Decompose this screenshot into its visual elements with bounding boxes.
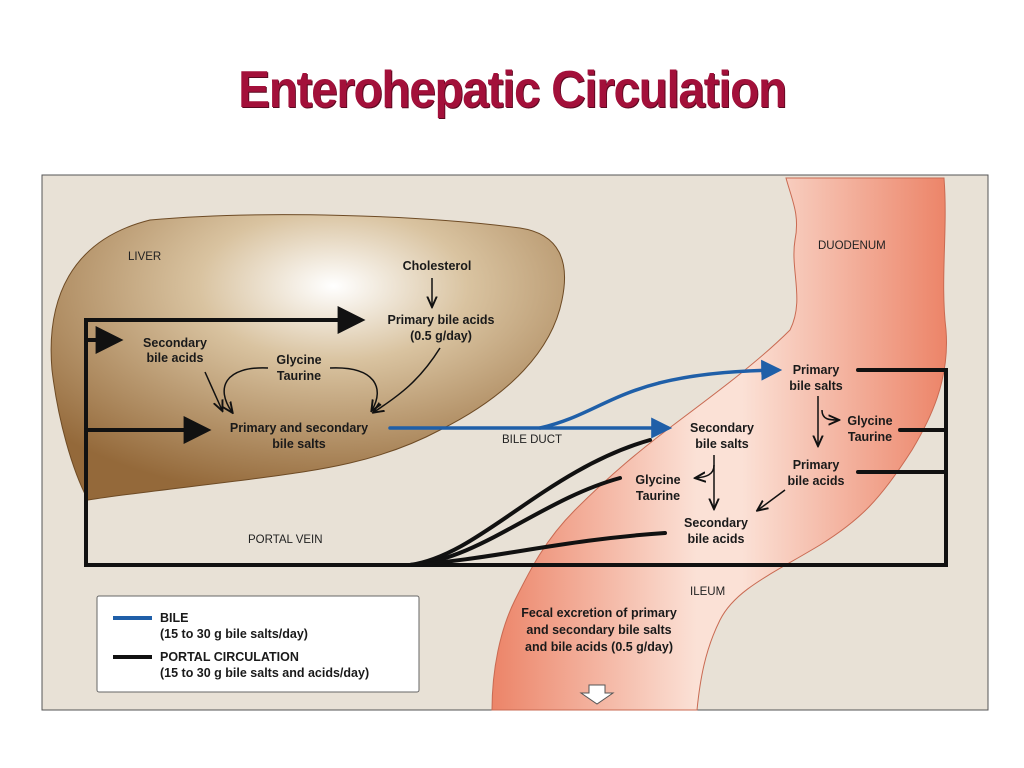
reaction-arrows <box>204 278 838 510</box>
primary-bile-salts-label: Primary <box>793 363 840 377</box>
fecal-excretion-label-2: and secondary bile salts <box>526 623 671 637</box>
primary-bile-acids-intestine-label-2: bile acids <box>788 474 845 488</box>
fecal-excretion-arrow <box>579 684 615 705</box>
primary-bile-acids-intestine-label: Primary <box>793 458 840 472</box>
liver-label: LIVER <box>128 251 161 263</box>
fecal-excretion-label-3: and bile acids (0.5 g/day) <box>525 640 673 654</box>
secondary-bile-acids-liver-label: Secondary <box>143 336 207 350</box>
taurine-ileum-label: Taurine <box>636 489 680 503</box>
secondary-bile-salts-label-2: bile salts <box>695 437 749 451</box>
glycine-liver-label: Glycine <box>276 353 321 367</box>
page-title: Enterohepatic Circulation <box>238 61 787 119</box>
secondary-bile-acids-intestine-label: Secondary <box>684 516 748 530</box>
primary-secondary-bile-salts-label: Primary and secondary <box>230 421 368 435</box>
primary-secondary-bile-salts-label-2: bile salts <box>272 437 326 451</box>
legend: BILE (15 to 30 g bile salts/day) PORTAL … <box>96 595 420 693</box>
portal-circulation-lines <box>84 306 948 567</box>
legend-portal-sub: (15 to 30 g bile salts and acids/day) <box>160 666 369 680</box>
primary-bile-acids-rate: (0.5 g/day) <box>410 329 472 343</box>
secondary-bile-acids-liver-label-2: bile acids <box>147 351 204 365</box>
secondary-bile-acids-intestine-label-2: bile acids <box>688 532 745 546</box>
legend-portal-title: PORTAL CIRCULATION <box>160 650 299 664</box>
bile-lines <box>388 359 783 439</box>
ileum-label: ILEUM <box>690 586 725 598</box>
duodenum-label: DUODENUM <box>818 240 886 252</box>
cholesterol-label: Cholesterol <box>403 259 472 273</box>
bile-duct-label: BILE DUCT <box>502 434 562 446</box>
secondary-bile-salts-label: Secondary <box>690 421 754 435</box>
glycine-duodenum-label: Glycine <box>847 414 892 428</box>
taurine-liver-label: Taurine <box>277 369 321 383</box>
taurine-duodenum-label: Taurine <box>848 430 892 444</box>
glycine-ileum-label: Glycine <box>635 473 680 487</box>
portal-vein-label: PORTAL VEIN <box>248 534 323 546</box>
legend-bile-sub: (15 to 30 g bile salts/day) <box>160 627 308 641</box>
legend-bile-title: BILE <box>160 611 188 625</box>
intestine-shape <box>491 177 948 711</box>
primary-bile-salts-label-2: bile salts <box>789 379 843 393</box>
fecal-excretion-label: Fecal excretion of primary <box>521 606 677 620</box>
primary-bile-acids-label: Primary bile acids <box>387 313 494 327</box>
